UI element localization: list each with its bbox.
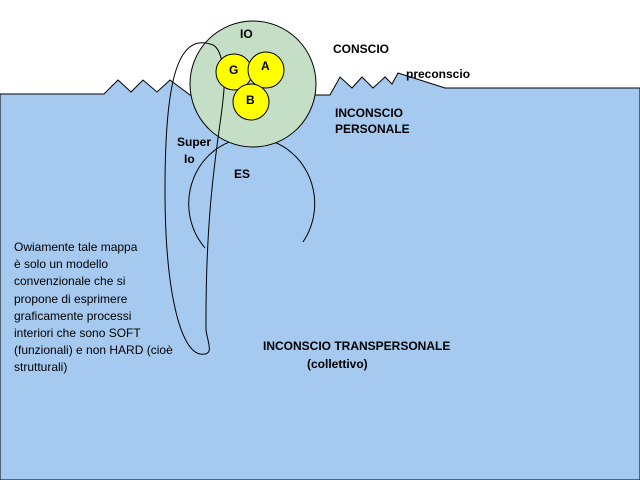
inconscio-personale-line1: INCONSCIO — [335, 106, 404, 120]
unconscious-sea — [0, 72, 640, 480]
g-label: G — [229, 63, 239, 77]
inconscio-personale-label: INCONSCIO PERSONALE — [335, 105, 410, 137]
es-label: ES — [234, 167, 251, 181]
inconscio-transpersonale-label: INCONSCIO TRANSPERSONALE — [263, 339, 451, 353]
super-io-line1: Super — [177, 135, 212, 149]
super-io-label: Super Io — [177, 134, 211, 168]
super-io-line2: Io — [184, 152, 195, 166]
preconscio-label: preconscio — [406, 67, 471, 81]
a-label: A — [261, 59, 270, 73]
disclaimer-note: Owiamente tale mappa è solo un modello c… — [14, 240, 173, 375]
collettivo-label: (collettivo) — [307, 357, 368, 371]
conscio-label: CONSCIO — [333, 42, 390, 56]
b-label: B — [246, 93, 255, 107]
ball-a — [247, 51, 285, 89]
io-label: IO — [240, 27, 253, 41]
inconscio-personale-line2: PERSONALE — [335, 122, 410, 136]
ball-b — [232, 83, 270, 121]
